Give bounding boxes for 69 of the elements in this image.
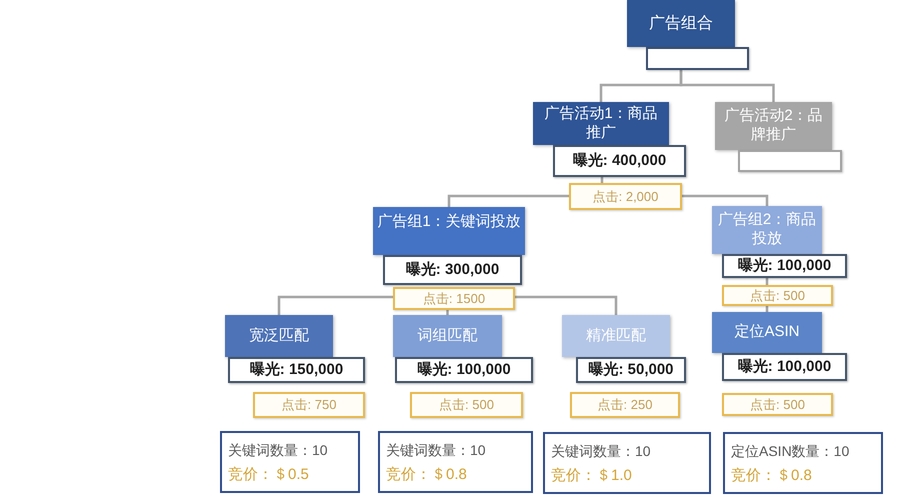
impressions-text: 曝光: 150,000 — [250, 360, 344, 380]
clicks-text: 点击: 500 — [439, 396, 494, 414]
campaign-label: 广告活动1：商品推广 — [543, 104, 659, 142]
campaign-box — [533, 102, 669, 145]
ad-group-label: 广告组2：商品投放 — [716, 210, 818, 248]
impressions-text: 曝光: 300,000 — [406, 260, 500, 280]
portfolio-label: 广告组合 — [649, 14, 713, 33]
impressions-box — [395, 357, 533, 383]
impressions-box — [228, 357, 365, 383]
connector-line — [600, 177, 604, 183]
clicks-box — [410, 392, 523, 418]
bid-info-box — [220, 431, 360, 493]
match-type-box — [562, 315, 670, 357]
bid-text: 竞价：＄1.0 — [551, 466, 632, 486]
empty-box — [738, 150, 842, 172]
clicks-box — [569, 183, 682, 210]
ad-group-box — [712, 206, 822, 254]
match-type-label: 宽泛匹配 — [249, 326, 309, 345]
impressions-box — [722, 353, 847, 381]
campaign-label: 广告活动2：品牌推广 — [723, 106, 824, 144]
clicks-box — [253, 392, 365, 418]
clicks-box — [570, 392, 680, 418]
clicks-text: 点击: 2,000 — [592, 188, 658, 206]
clicks-box — [722, 393, 833, 416]
empty-box — [646, 47, 749, 70]
clicks-box — [393, 287, 515, 310]
connector-line — [515, 296, 618, 315]
ad-group-box — [373, 207, 525, 255]
impressions-text: 曝光: 100,000 — [738, 356, 832, 377]
connector-line — [766, 278, 768, 285]
clicks-text: 点击: 1500 — [422, 290, 486, 308]
impressions-text: 曝光: 400,000 — [572, 150, 666, 171]
impressions-text: 曝光: 100,000 — [417, 360, 511, 380]
impressions-box — [383, 255, 522, 285]
bid-info-box — [378, 431, 533, 493]
impressions-box — [553, 145, 686, 177]
impressions-text: 曝光: 100,000 — [738, 256, 832, 276]
match-type-box — [225, 315, 333, 357]
keyword-count-text: 定位ASIN数量：10 — [731, 442, 850, 461]
connector-line — [682, 194, 768, 206]
portfolio-box — [627, 0, 735, 47]
connector-line — [448, 194, 569, 207]
bid-info-box — [723, 432, 883, 494]
clicks-text: 点击: 500 — [750, 396, 805, 414]
campaign-box — [715, 102, 832, 150]
clicks-text: 点击: 500 — [750, 286, 805, 305]
clicks-box — [722, 285, 833, 306]
impressions-box — [722, 254, 847, 278]
match-type-label: 词组匹配 — [418, 326, 478, 345]
connector-line — [446, 310, 449, 315]
connector-line — [680, 70, 775, 102]
targeting-box — [712, 312, 822, 353]
bid-text: 竞价：＄0.5 — [228, 465, 309, 485]
keyword-count-text: 关键词数量：10 — [551, 442, 651, 461]
match-type-box — [393, 315, 502, 357]
clicks-text: 点击: 750 — [282, 396, 336, 414]
impressions-box — [576, 357, 686, 383]
targeting-label: 定位ASIN — [734, 322, 800, 341]
bid-text: 竞价：＄0.8 — [731, 466, 812, 486]
connector-line — [766, 306, 768, 312]
connector-line — [278, 296, 393, 315]
keyword-count-text: 关键词数量：10 — [386, 441, 486, 460]
bid-text: 竞价：＄0.8 — [386, 465, 467, 485]
match-type-label: 精准匹配 — [586, 326, 646, 345]
bid-info-box — [543, 432, 711, 494]
keyword-count-text: 关键词数量：10 — [228, 441, 328, 460]
ad-group-label: 广告组1：关键词投放 — [377, 212, 521, 231]
impressions-text: 曝光: 50,000 — [588, 360, 674, 380]
clicks-text: 点击: 250 — [598, 396, 652, 414]
